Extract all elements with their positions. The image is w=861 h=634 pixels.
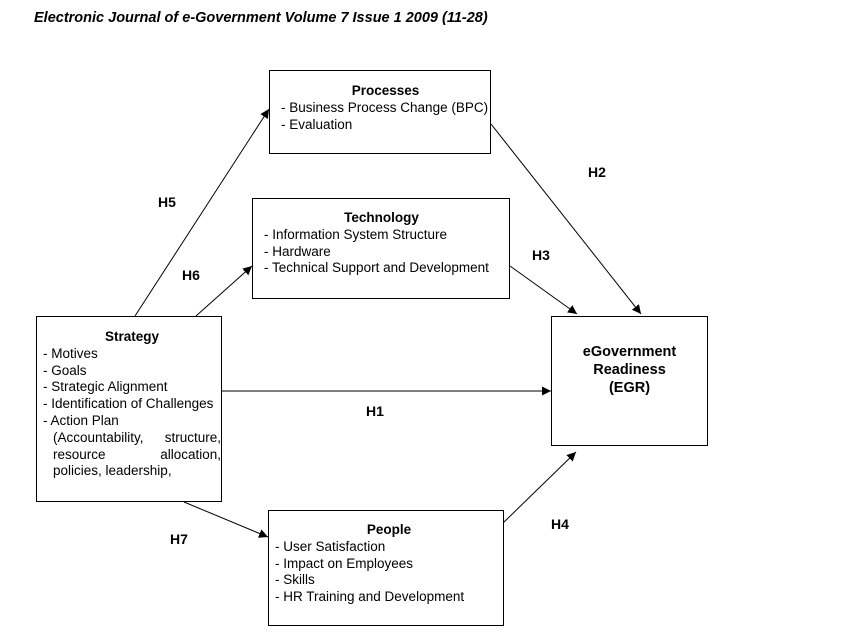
arrow-h2	[490, 123, 642, 315]
technology-title: Technology	[344, 210, 419, 225]
technology-item-hardware: - Hardware	[264, 243, 331, 259]
label-h7: H7	[170, 531, 188, 547]
egr-title-line1: eGovernment	[582, 344, 677, 360]
technology-box: Technology - Information System Structur…	[252, 198, 510, 299]
arrow-h7	[183, 501, 269, 538]
arrow-h5	[134, 108, 270, 317]
arrow-h4	[502, 451, 577, 524]
people-title: People	[366, 522, 412, 537]
arrow-h3	[509, 265, 578, 315]
label-h5: H5	[158, 194, 176, 210]
processes-title: Processes	[351, 83, 420, 98]
processes-item-bpc: - Business Process Change (BPC)	[281, 99, 489, 115]
strategy-item-alignment: - Strategic Alignment	[43, 379, 168, 395]
strategy-title: Strategy	[104, 329, 160, 344]
strategy-box: Strategy - Motives - Goals - Strategic A…	[36, 316, 222, 502]
people-box: People - User Satisfaction - Impact on E…	[268, 510, 504, 626]
technology-item-support: - Technical Support and Development	[264, 260, 489, 276]
label-h4: H4	[551, 516, 569, 532]
people-item-satisfaction: - User Satisfaction	[275, 538, 386, 554]
label-h2: H2	[588, 164, 606, 180]
people-item-hr-training: - HR Training and Development	[275, 589, 465, 605]
strategy-item-challenges: - Identification of Challenges	[43, 396, 214, 412]
people-item-impact: - Impact on Employees	[275, 555, 414, 571]
label-h6: H6	[182, 267, 200, 283]
strategy-item-goals: - Goals	[43, 362, 87, 378]
label-h1: H1	[366, 403, 384, 419]
strategy-item-action-plan: - Action Plan	[43, 412, 119, 428]
arrow-h6	[195, 265, 253, 317]
egr-title-line3: (EGR)	[608, 380, 651, 396]
technology-item-is-structure: - Information System Structure	[264, 226, 448, 242]
processes-item-evaluation: - Evaluation	[281, 116, 353, 132]
people-item-skills: - Skills	[275, 572, 315, 588]
egr-box: eGovernment Readiness (EGR)	[551, 316, 708, 446]
processes-box: Processes - Business Process Change (BPC…	[269, 70, 491, 154]
journal-header: Electronic Journal of e-Government Volum…	[34, 10, 488, 26]
egr-title-line2: Readiness	[593, 362, 666, 378]
label-h3: H3	[532, 247, 550, 263]
strategy-item-motives: - Motives	[43, 345, 98, 361]
strategy-action-plan-detail: (Accountability, structure, resource all…	[53, 429, 221, 479]
